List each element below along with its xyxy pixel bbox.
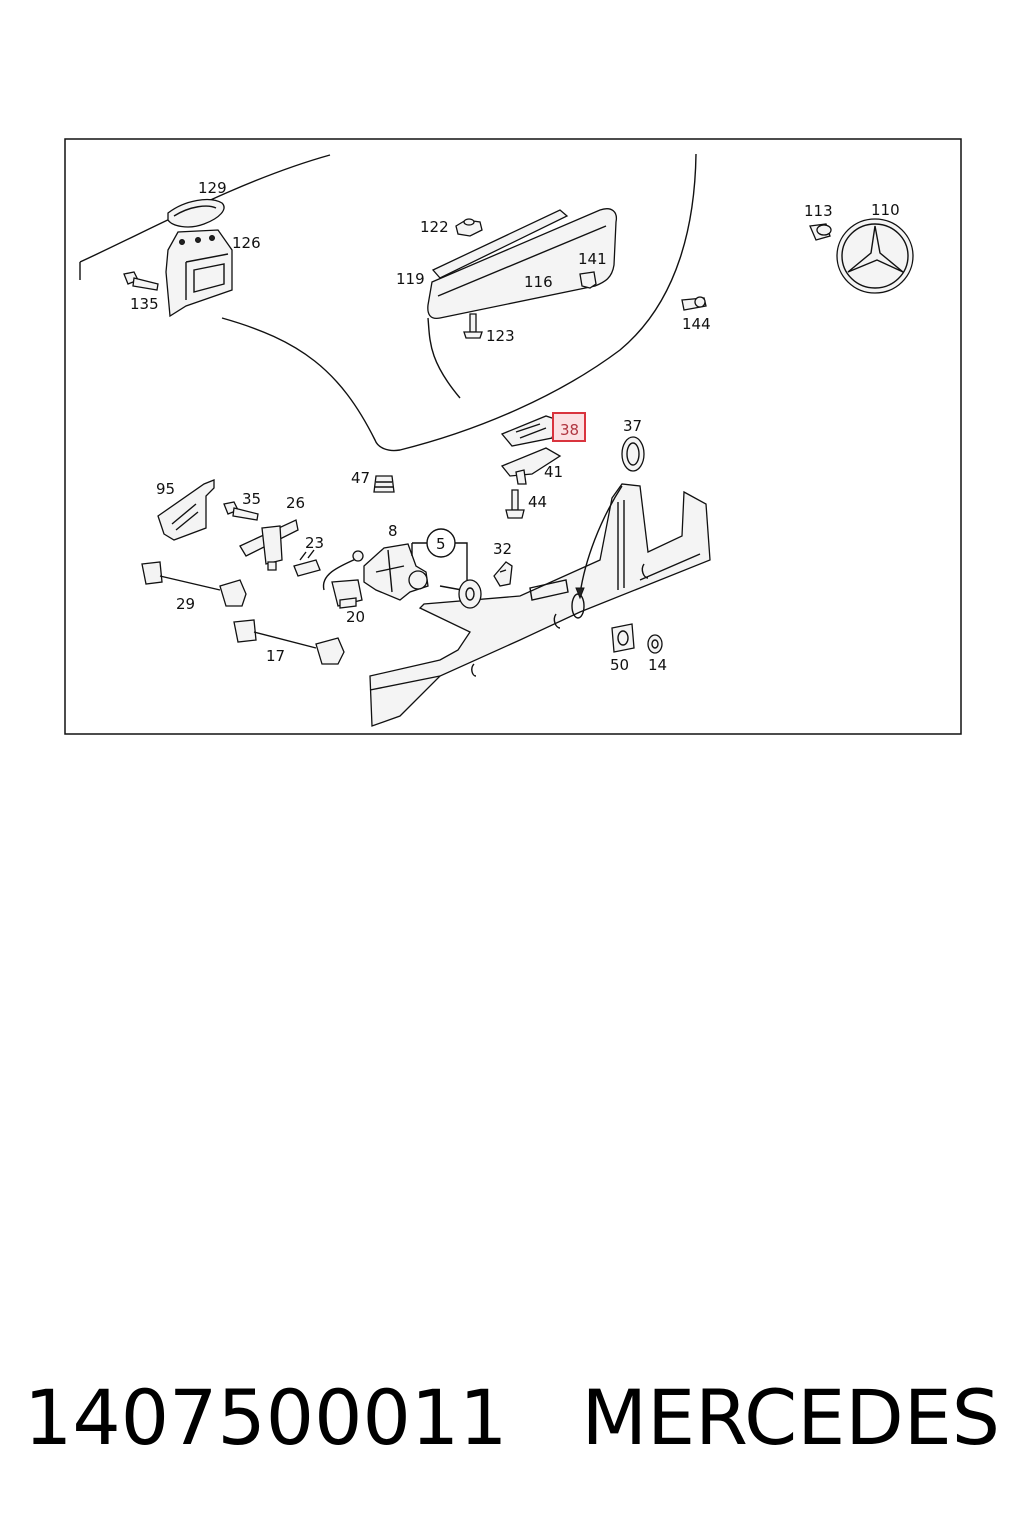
gasket-129 (167, 199, 225, 228)
label-141: 141 (578, 250, 607, 268)
label-23: 23 (305, 534, 324, 552)
highlight-box-38 (552, 412, 586, 442)
label-116: 116 (524, 273, 553, 291)
label-95: 95 (156, 480, 175, 498)
star-emblem-110 (836, 218, 914, 294)
nut-122 (455, 218, 483, 237)
screw-144 (681, 296, 707, 311)
grommet-113 (809, 223, 832, 241)
label-110: 110 (871, 201, 900, 219)
plate-50 (611, 623, 635, 653)
label-5: 5 (436, 535, 446, 553)
label-37: 37 (623, 417, 642, 435)
bolt-44 (505, 489, 525, 519)
label-113: 113 (804, 202, 833, 220)
cable-20 (322, 550, 364, 591)
label-14: 14 (648, 656, 667, 674)
label-119: 119 (396, 270, 425, 288)
label-20: 20 (346, 608, 365, 626)
label-38: 38 (560, 421, 579, 439)
label-26: 26 (286, 494, 305, 512)
trunk-handle-strip (427, 208, 618, 320)
label-122: 122 (420, 218, 449, 236)
label-47: 47 (351, 469, 370, 487)
clip-141 (579, 271, 597, 289)
seal-ring-37 (621, 436, 645, 472)
striker-41 (500, 447, 562, 485)
screw-135 (123, 271, 159, 291)
label-129: 129 (198, 179, 227, 197)
switch-26 (239, 519, 299, 571)
clip-32 (493, 561, 513, 587)
hinge-bracket-95 (157, 479, 215, 541)
label-44: 44 (528, 493, 547, 511)
lock-housing-8 (363, 543, 429, 601)
buffer-47 (373, 475, 395, 493)
callout-5 (411, 528, 468, 580)
pointer-arrow (575, 485, 623, 600)
screw-123 (463, 313, 483, 339)
label-35: 35 (242, 490, 261, 508)
label-50: 50 (610, 656, 629, 674)
key (439, 579, 482, 609)
label-135: 135 (130, 295, 159, 313)
label-17: 17 (266, 647, 285, 665)
screw-35 (223, 501, 259, 521)
actuator-20 (331, 579, 363, 609)
lamp-housing-126 (165, 229, 233, 318)
label-41: 41 (544, 463, 563, 481)
label-123: 123 (486, 327, 515, 345)
label-32: 32 (493, 540, 512, 558)
trunk-lid-seal-strip (431, 209, 569, 279)
rod-29 (141, 561, 247, 607)
label-29: 29 (176, 595, 195, 613)
rod-17 (233, 619, 345, 665)
label-126: 126 (232, 234, 261, 252)
clip-23 (293, 549, 321, 577)
label-144: 144 (682, 315, 711, 333)
part-number: 1407500011 (24, 1372, 508, 1462)
washer-14 (647, 634, 663, 654)
rear-panel-trim (369, 483, 711, 727)
brand-name: MERCEDES (581, 1372, 1000, 1462)
footer-caption: 1407500011 MERCEDES (0, 1362, 1024, 1472)
label-8: 8 (388, 522, 398, 540)
